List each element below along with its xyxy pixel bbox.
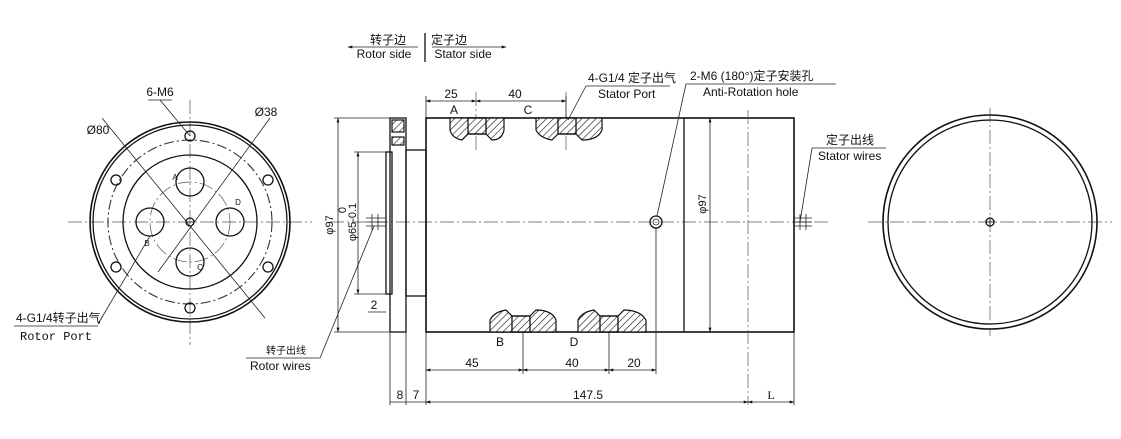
dim-7-label: 7 [413, 388, 420, 402]
rotor-port-cn-label: 4-G1/4转子出气 [16, 310, 101, 325]
dim-45-label: 45 [465, 356, 479, 370]
stator-wires-leader [799, 147, 813, 223]
port-letter-a: A [172, 173, 178, 182]
stator-port-b-bore [511, 315, 531, 333]
dim-phi97-left-label: φ97 [324, 215, 336, 234]
diameter-38-leader [157, 117, 271, 273]
stator-port-cn-label: 4-G1/4 定子出气 [588, 70, 676, 85]
rotor-port-leader [97, 235, 151, 325]
stator-port-d-section [577, 309, 647, 333]
port-a-letter: A [450, 103, 458, 117]
rotor-wire-stub [366, 214, 386, 230]
port-letter-b: B [144, 239, 149, 248]
bolt-hole [184, 302, 196, 314]
stator-side-cn-label: 定子边 [431, 32, 467, 47]
shaft-collar [405, 149, 427, 297]
anti-rotation-leader [656, 83, 687, 217]
rotor-wires-leader [319, 225, 375, 359]
bolt-hole [110, 174, 122, 186]
front-port-circle [149, 181, 231, 263]
outer-diameter-label: Ø80 [87, 123, 110, 137]
end-outer-circle [882, 114, 1098, 330]
dim-40-bottom-label: 40 [565, 356, 579, 370]
port-d-letter: D [570, 335, 579, 349]
dim-l-label: L [767, 388, 774, 402]
front-view: 6-M6 Ø80 Ø38 A B C D 4-G1/4转子出气 Rotor Po… [14, 85, 312, 345]
dim-phi65-label: φ65-0.1 [347, 203, 359, 241]
stator-wire-stub [794, 214, 812, 230]
port-letter-d: D [235, 198, 241, 207]
dim-8-label: 8 [397, 388, 404, 402]
rotor-side-en-label: Rotor side [357, 47, 412, 61]
flange-hatch-mid [391, 136, 405, 146]
stator-port-a-section [449, 117, 505, 141]
dim-2-label: 2 [371, 298, 378, 312]
end-inner-circle [887, 119, 1093, 325]
flange-hatch-top [391, 119, 405, 133]
anti-rotation-cn-label: 2-M6 (180°)定子安装孔 [690, 68, 814, 83]
stator-port-a-bore [467, 117, 487, 135]
rotor-port-en-label: Rotor Port [20, 330, 92, 344]
stator-side-en-label: Stator side [434, 47, 492, 61]
dim-20-label: 20 [627, 356, 641, 370]
rotor-wires-en-label: Rotor wires [250, 359, 311, 373]
front-body-circle [122, 154, 258, 290]
bolt-spec-label: 6-M6 [146, 85, 174, 99]
dim-40-label: 40 [508, 87, 522, 101]
front-outer-flange-circle [89, 121, 291, 323]
bolt-hole [110, 261, 122, 273]
dim-25-label: 25 [444, 87, 458, 101]
stator-port-en-label: Stator Port [598, 87, 656, 101]
stator-wires-en-label: Stator wires [818, 149, 881, 163]
dim-phi97-right-label: φ97 [697, 194, 709, 213]
end-view [868, 108, 1112, 336]
port-hole-c [175, 247, 205, 277]
stator-port-c-section [535, 117, 603, 141]
port-hole-d [215, 207, 245, 237]
front-bolt-holes [110, 130, 274, 314]
bolt-label-leader [159, 99, 191, 137]
stator-port-b-section [489, 309, 557, 333]
side-view: 25 40 A C 4-G1/4 定子出气 Stator Port 2-M6 (… [246, 68, 886, 405]
bolt-hole [262, 261, 274, 273]
diameter-80-leader [101, 117, 266, 319]
rotor-side-cn-label: 转子边 [370, 32, 406, 47]
dim-zero-label: 0 [337, 207, 349, 213]
main-body [425, 117, 795, 333]
anti-rotation-hole-inner [652, 218, 660, 226]
stator-port-c-bore [557, 117, 577, 135]
stator-wires-cn-label: 定子出线 [826, 132, 874, 147]
dim-147-label: 147.5 [573, 388, 603, 402]
side-legend: 转子边 Rotor side 定子边 Stator side [347, 32, 507, 62]
port-b-letter: B [496, 335, 504, 349]
inner-diameter-label: Ø38 [255, 105, 278, 119]
rotor-shaft [385, 151, 393, 295]
port-hole-a [175, 167, 205, 197]
front-bolt-circle [107, 139, 273, 305]
front-inner-flange-circle [92, 124, 288, 320]
bolt-hole [262, 174, 274, 186]
port-c-letter: C [524, 103, 533, 117]
anti-rotation-en-label: Anti-Rotation hole [703, 85, 799, 99]
bolt-hole [184, 130, 196, 142]
rotor-wires-cn-label: 转子出线 [266, 344, 306, 357]
stator-port-leader [567, 85, 587, 121]
port-letter-c: C [197, 263, 203, 272]
